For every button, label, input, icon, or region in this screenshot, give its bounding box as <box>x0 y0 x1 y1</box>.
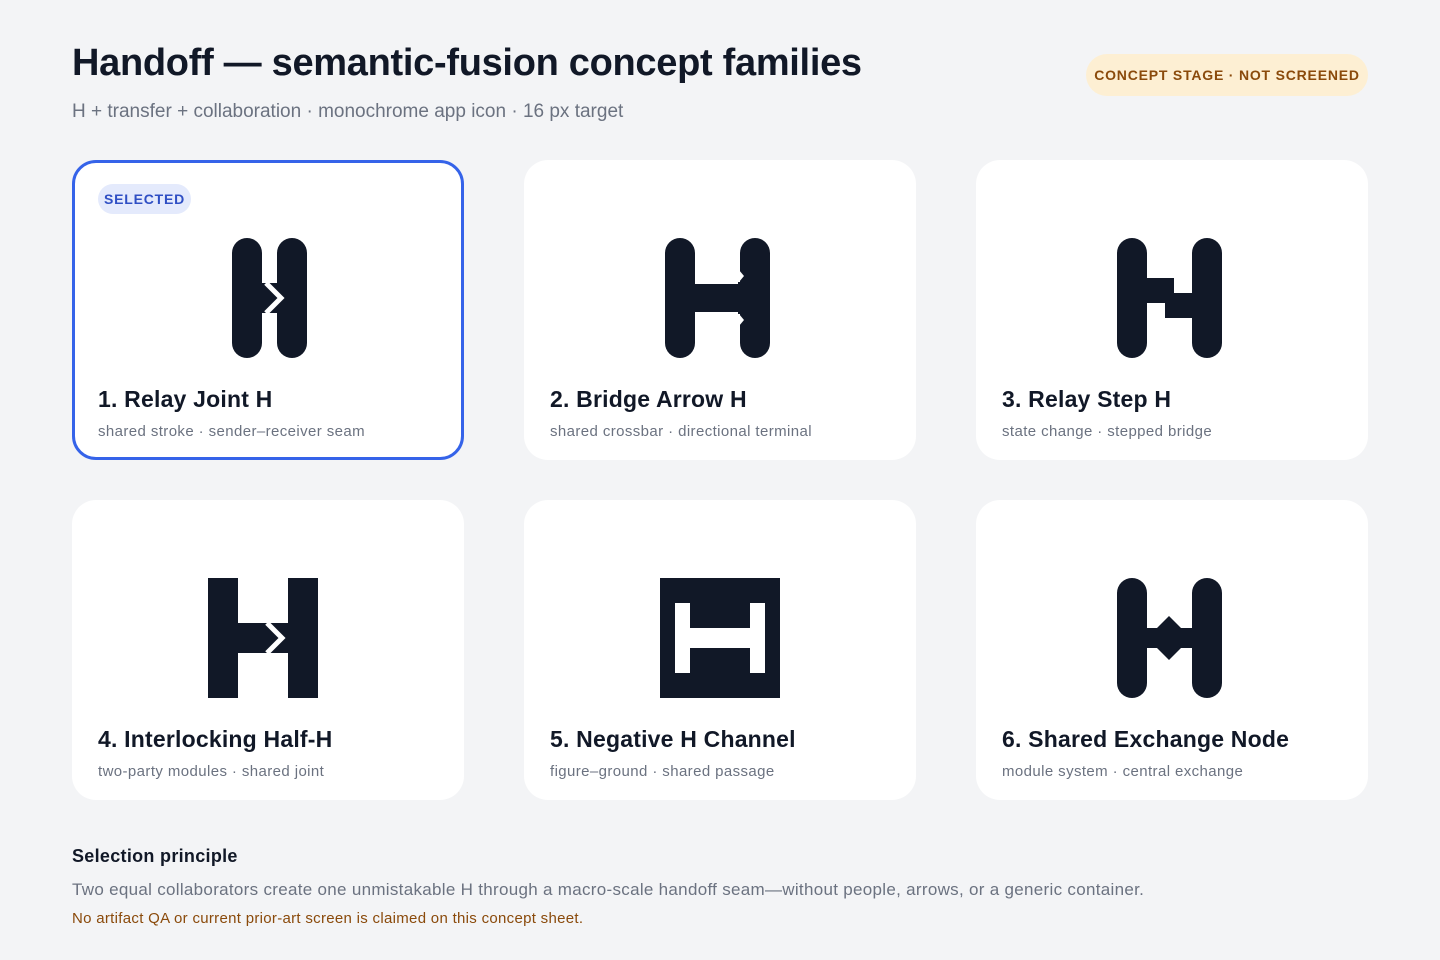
concept-card-interlocking-half-h[interactable]: 4. Interlocking Half-H two-party modules… <box>72 500 464 800</box>
concept-subtitle: shared crossbar · directional terminal <box>550 423 812 440</box>
concept-card-bridge-arrow-h[interactable]: 2. Bridge Arrow H shared crossbar · dire… <box>524 160 916 460</box>
status-badge: CONCEPT STAGE · NOT SCREENED <box>1086 54 1368 96</box>
concept-subtitle: module system · central exchange <box>1002 763 1244 780</box>
relay-step-h-icon <box>1112 238 1232 358</box>
interlocking-half-h-icon <box>208 578 328 698</box>
relay-joint-h-icon <box>207 238 327 358</box>
selected-badge: SELECTED <box>98 184 192 214</box>
concept-subtitle: two-party modules · shared joint <box>98 763 325 780</box>
selection-principle: Selection principle Two equal collaborat… <box>72 846 1368 927</box>
concept-title: 2. Bridge Arrow H <box>550 386 747 412</box>
concept-grid: SELECTED 1. Relay Joint H shared stroke … <box>72 160 1368 800</box>
concept-card-relay-joint-h[interactable]: SELECTED 1. Relay Joint H shared stroke … <box>72 160 464 460</box>
concept-title: 3. Relay Step H <box>1002 386 1172 412</box>
concept-title: 1. Relay Joint H <box>98 386 273 412</box>
concept-card-negative-h-channel[interactable]: 5. Negative H Channel figure–ground · sh… <box>524 500 916 800</box>
shared-exchange-node-icon <box>1112 578 1232 698</box>
concept-card-shared-exchange-node[interactable]: 6. Shared Exchange Node module system · … <box>976 500 1368 800</box>
concept-subtitle: state change · stepped bridge <box>1002 423 1213 440</box>
concept-title: 5. Negative H Channel <box>550 726 796 752</box>
page-subtitle: H + transfer + collaboration · monochrom… <box>72 101 624 122</box>
principle-text: Two equal collaborators create one unmis… <box>72 880 1145 899</box>
concept-title: 4. Interlocking Half-H <box>98 726 333 752</box>
page-title: Handoff — semantic-fusion concept famili… <box>72 42 862 84</box>
negative-h-channel-icon <box>660 578 780 698</box>
disclaimer-text: No artifact QA or current prior-art scre… <box>72 910 584 927</box>
concept-card-relay-step-h[interactable]: 3. Relay Step H state change · stepped b… <box>976 160 1368 460</box>
concept-title: 6. Shared Exchange Node <box>1002 726 1290 752</box>
page-header: Handoff — semantic-fusion concept famili… <box>72 40 1368 130</box>
bridge-arrow-h-icon <box>660 238 780 358</box>
concept-subtitle: figure–ground · shared passage <box>550 763 775 780</box>
concept-subtitle: shared stroke · sender–receiver seam <box>98 423 366 440</box>
principle-heading: Selection principle <box>72 846 238 866</box>
